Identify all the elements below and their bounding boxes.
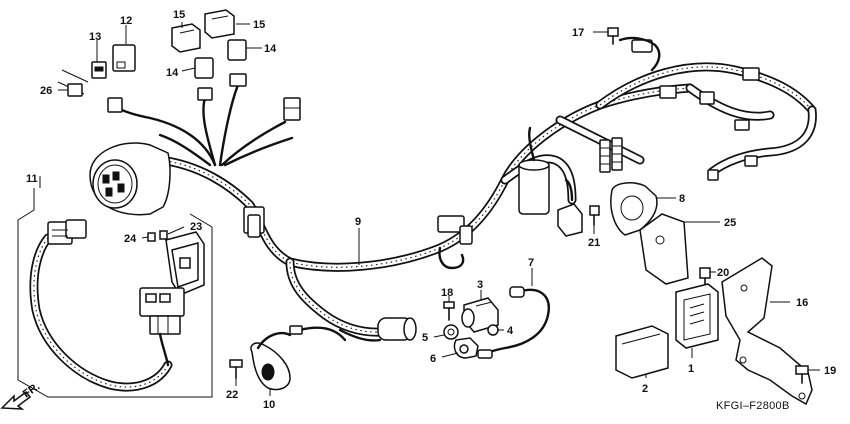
callout-17: 17 (572, 27, 584, 39)
harness-connectors (107, 36, 760, 245)
callout-1: 1 (688, 363, 694, 375)
ignition-control-coil (518, 126, 550, 215)
callout-24: 24 (124, 233, 137, 245)
plug-cap[interactable] (453, 337, 479, 359)
callout-6: 6 (430, 353, 436, 365)
relay-wire-branches (116, 83, 465, 270)
ignition-coil[interactable] (461, 297, 499, 333)
callout-labels: 1 2 3 4 5 6 7 8 9 10 11 12 13 14 14 15 1… (26, 9, 836, 411)
callout-20: 20 (717, 267, 729, 279)
connector-21-area (557, 178, 583, 237)
callout-22: 22 (226, 389, 238, 401)
relay-15-right[interactable] (204, 9, 235, 39)
relay-15-left[interactable] (171, 23, 201, 53)
sub-harness[interactable] (29, 219, 173, 392)
terminal-6[interactable] (477, 349, 493, 359)
bolt-21[interactable] (589, 205, 600, 226)
relay-14-left[interactable] (194, 57, 214, 79)
relay-26[interactable] (57, 69, 89, 97)
callout-2: 2 (642, 383, 648, 395)
callout-8: 8 (679, 193, 685, 205)
bolt-4[interactable] (487, 324, 499, 336)
bolt-20[interactable] (699, 267, 711, 287)
callout-21: 21 (588, 237, 600, 249)
callout-7: 7 (528, 257, 534, 269)
callout-19: 19 (824, 365, 836, 377)
control-unit-1[interactable] (675, 283, 719, 349)
bolt-17[interactable] (607, 27, 619, 45)
regulator-2[interactable] (615, 325, 669, 379)
callout-14-right: 14 (264, 43, 277, 55)
callout-9: 9 (355, 216, 361, 228)
sensor-8[interactable] (610, 182, 658, 236)
front-direction-indicator: FR. (0, 380, 42, 410)
condenser (289, 317, 417, 342)
bolt-22[interactable] (229, 359, 243, 379)
leader-lines (39, 22, 820, 396)
callout-5: 5 (422, 332, 428, 344)
callout-4: 4 (507, 325, 514, 337)
callout-13: 13 (89, 31, 101, 43)
callout-11: 11 (26, 173, 38, 185)
horn[interactable] (250, 331, 292, 391)
callout-23: 23 (190, 221, 202, 233)
callout-3: 3 (477, 279, 483, 291)
callout-18: 18 (441, 287, 453, 299)
main-socket-housing (89, 142, 171, 216)
callout-12: 12 (120, 15, 132, 27)
nut-5[interactable] (443, 324, 459, 340)
callout-14-left: 14 (166, 67, 179, 79)
callout-15-right: 15 (253, 19, 265, 31)
bracket-16[interactable] (721, 257, 813, 406)
plate-25[interactable] (639, 213, 689, 285)
callout-25: 25 (724, 217, 736, 229)
front-arrow-icon (0, 390, 32, 410)
relay-13[interactable] (91, 61, 107, 79)
relay-12[interactable] (112, 44, 136, 72)
sub-harness-frame (17, 188, 213, 398)
fuse-box[interactable] (139, 231, 205, 367)
callout-10: 10 (263, 399, 275, 411)
callout-26: 26 (40, 85, 52, 97)
bolt-18[interactable] (443, 301, 455, 321)
callout-15-left: 15 (173, 9, 185, 21)
fuse-parts[interactable] (147, 230, 168, 242)
relay-14-right[interactable] (227, 39, 247, 61)
diagram-code: KFGI–F2800B (716, 400, 790, 412)
callout-16: 16 (796, 297, 808, 309)
